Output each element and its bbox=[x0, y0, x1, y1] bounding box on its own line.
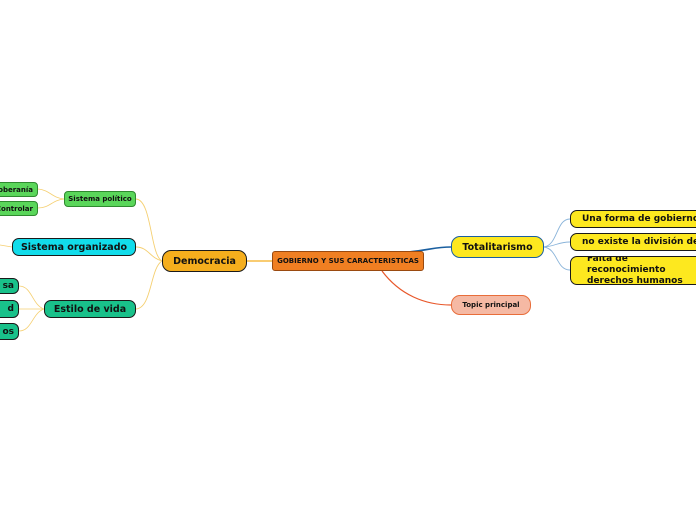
connector-sp-controlar bbox=[37, 198, 65, 209]
node-soberania[interactable]: Soberanía bbox=[0, 182, 38, 197]
node-estilo-vida-2[interactable]: d bbox=[0, 300, 19, 318]
connector-tot-2 bbox=[543, 241, 571, 248]
node-totalitarismo-3[interactable]: Falta de reconocimiento derechos humanos bbox=[570, 256, 696, 285]
connector-ev-1 bbox=[18, 285, 45, 310]
connector-democracia-estilo-vida bbox=[135, 260, 163, 310]
node-estilo-vida-1[interactable]: sa bbox=[0, 278, 19, 294]
node-controlar[interactable]: Controlar bbox=[0, 201, 38, 216]
connector-tot-3 bbox=[543, 246, 571, 271]
node-democracia[interactable]: Democracia bbox=[162, 250, 247, 272]
node-totalitarismo-2[interactable]: no existe la división de bbox=[570, 233, 696, 251]
node-sistema-politico[interactable]: Sistema político bbox=[64, 191, 136, 207]
connector-sp-soberania bbox=[37, 188, 65, 200]
node-totalitarismo[interactable]: Totalitarismo bbox=[451, 236, 544, 258]
connector-democracia-sistema-politico bbox=[135, 198, 163, 262]
connector-democracia-sistema-organizado bbox=[135, 246, 163, 262]
node-estilo-vida-3[interactable]: os bbox=[0, 323, 19, 340]
node-totalitarismo-1[interactable]: Una forma de gobierno bbox=[570, 210, 696, 228]
node-sistema-organizado[interactable]: Sistema organizado bbox=[12, 238, 136, 256]
connector-ev-3 bbox=[18, 308, 45, 332]
node-topic-principal[interactable]: Topic principal bbox=[451, 295, 531, 315]
connector-so-left bbox=[0, 244, 13, 248]
central-node[interactable]: GOBIERNO Y SUS CARACTERISTICAS bbox=[272, 251, 424, 271]
connector-center-topic bbox=[381, 270, 452, 306]
node-estilo-de-vida[interactable]: Estilo de vida bbox=[44, 300, 136, 318]
connector-tot-1 bbox=[543, 218, 571, 248]
